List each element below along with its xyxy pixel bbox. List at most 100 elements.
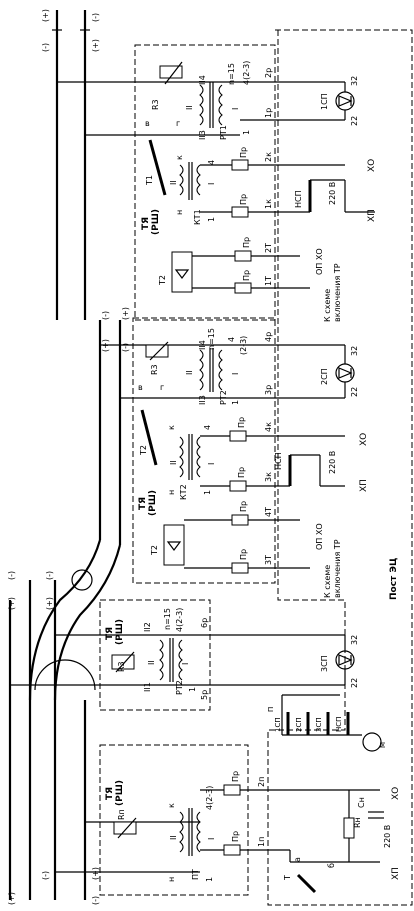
transformer-rt1-ii: [199, 84, 204, 126]
terminal-label: 4к: [264, 422, 273, 432]
pin-label: II1: [143, 682, 152, 692]
fuse-label: Пр: [231, 771, 240, 782]
transformer-label: ПТ: [191, 869, 200, 880]
winding-label: II: [185, 370, 194, 375]
fuse: [229, 480, 247, 492]
transformer-rt1-i: [218, 84, 223, 126]
pin-label: 4: [203, 425, 212, 430]
pin-label: II4: [198, 75, 207, 85]
transformer-label: КТ2: [179, 484, 188, 500]
rail-track-upper: (-) (+) (-) (+): [41, 9, 100, 320]
terminal-label: 2к: [264, 152, 273, 162]
capacitor-label: Сн: [357, 797, 366, 808]
ratio-label: n=15: [227, 63, 236, 85]
bus-label: ОП ХО: [315, 523, 324, 550]
bus-label: ОП ХО: [315, 248, 324, 275]
voltage-label: 220 В: [383, 825, 392, 848]
rail-polarity-minus: (-): [91, 13, 100, 22]
rail-track-turnout: (+) (-) (-) (+) (+) (-) (+) (-) (+) (-) …: [7, 307, 130, 905]
fuse-label: Пр: [231, 831, 240, 842]
bus-label: ХО: [359, 433, 369, 446]
transformer-label: РТ1: [219, 125, 228, 140]
fuse-label: Пр: [237, 417, 246, 428]
lamp-label: 3СП: [320, 655, 329, 672]
ratio-label: n=15: [163, 608, 172, 630]
winding-label: I: [207, 463, 216, 465]
winding-label: II: [185, 105, 194, 110]
block-4-frame: [99, 744, 249, 896]
note-label: включения ТР: [333, 263, 342, 322]
fuse-label: Пр: [239, 549, 248, 560]
fuse: [234, 250, 252, 262]
relay-label: Т2: [158, 275, 167, 286]
terminal-label: 4Т: [264, 507, 273, 517]
pin-label: к: [167, 425, 176, 430]
post-label: Пост ЭЦ: [389, 558, 399, 600]
resistor-label: R3: [151, 99, 160, 110]
fuse-label: Пр: [242, 237, 251, 248]
rail-polarity-minus: (-): [41, 871, 50, 880]
block-1-frame: [134, 44, 276, 321]
winding-label: II: [147, 660, 156, 665]
resistor-label: R3: [150, 364, 159, 375]
note-label: включения ТР: [333, 539, 342, 598]
bus-label: ХП: [359, 479, 369, 492]
fuse-label: Пр: [239, 501, 248, 512]
rail-polarity-minus: (-): [121, 343, 130, 352]
relay-block-1: R3 II4 II3 II I n=15 4(2-3) РТ1 1 в г 2р…: [57, 44, 377, 322]
terminal-label: 3к: [264, 472, 273, 482]
fuse: [231, 206, 249, 218]
pin-label: к: [167, 803, 176, 808]
transformer-label: РТ2: [219, 390, 228, 405]
rail-polarity-minus: (-): [45, 571, 54, 580]
relay-contact-t1: [148, 139, 167, 196]
pin-label: II2: [143, 622, 152, 632]
relay-label: НСП: [274, 452, 283, 470]
block-3-frame: [99, 599, 211, 711]
post-boundary: [267, 29, 413, 906]
motor-label: М: [379, 742, 387, 748]
resistor-rp: [113, 821, 137, 835]
pin-label: 32: [350, 346, 359, 356]
note-label: К схеме: [323, 565, 332, 598]
winding-label: I: [207, 183, 216, 185]
block-2-frame: [132, 317, 276, 584]
pin-label: 1: [203, 490, 212, 495]
contact-label: П: [267, 707, 275, 712]
transformer-label: КТ1: [193, 209, 202, 225]
rail-polarity-plus: (+): [45, 597, 54, 610]
resistor-r3: [145, 344, 169, 358]
rail-polarity-plus: (+): [7, 597, 16, 610]
contact-label: 1СП: [274, 717, 282, 732]
pin-label: 22: [350, 387, 359, 397]
pin-label: 32: [350, 635, 359, 645]
resistor-label: R3: [117, 661, 126, 672]
rail-polarity-minus: (-): [41, 43, 50, 52]
rail-polarity-plus: (+): [91, 39, 100, 52]
fuse: [229, 430, 247, 442]
pin-label: II3: [198, 395, 207, 405]
switch-label: Т: [283, 875, 292, 881]
terminal-label: 1к: [264, 199, 273, 209]
note-label: К схеме: [323, 289, 332, 322]
winding-label: I: [231, 108, 240, 110]
fuse-label: Пр: [239, 194, 248, 205]
block-title: ТЯ: [138, 497, 148, 510]
winding-label: II: [169, 835, 178, 840]
lamp-label: 2СП: [320, 368, 329, 385]
winding-label: II: [169, 460, 178, 465]
block-subtitle: (РШ): [115, 780, 125, 806]
terminal-label: 4р: [264, 332, 273, 342]
pin-label: 4(2-3): [242, 61, 251, 85]
block-subtitle: (РШ): [148, 490, 158, 516]
terminal-label: 1Т: [264, 276, 273, 286]
resistor-label: Rп: [117, 809, 126, 820]
motor-m: [362, 732, 382, 752]
winding-label: I: [231, 373, 240, 375]
relay-label: Т2: [150, 545, 159, 556]
block-title: ТЯ: [141, 217, 151, 230]
rail-polarity-minus: (-): [101, 311, 110, 320]
fuse: [231, 514, 249, 526]
terminal-label: 2Т: [264, 243, 273, 253]
